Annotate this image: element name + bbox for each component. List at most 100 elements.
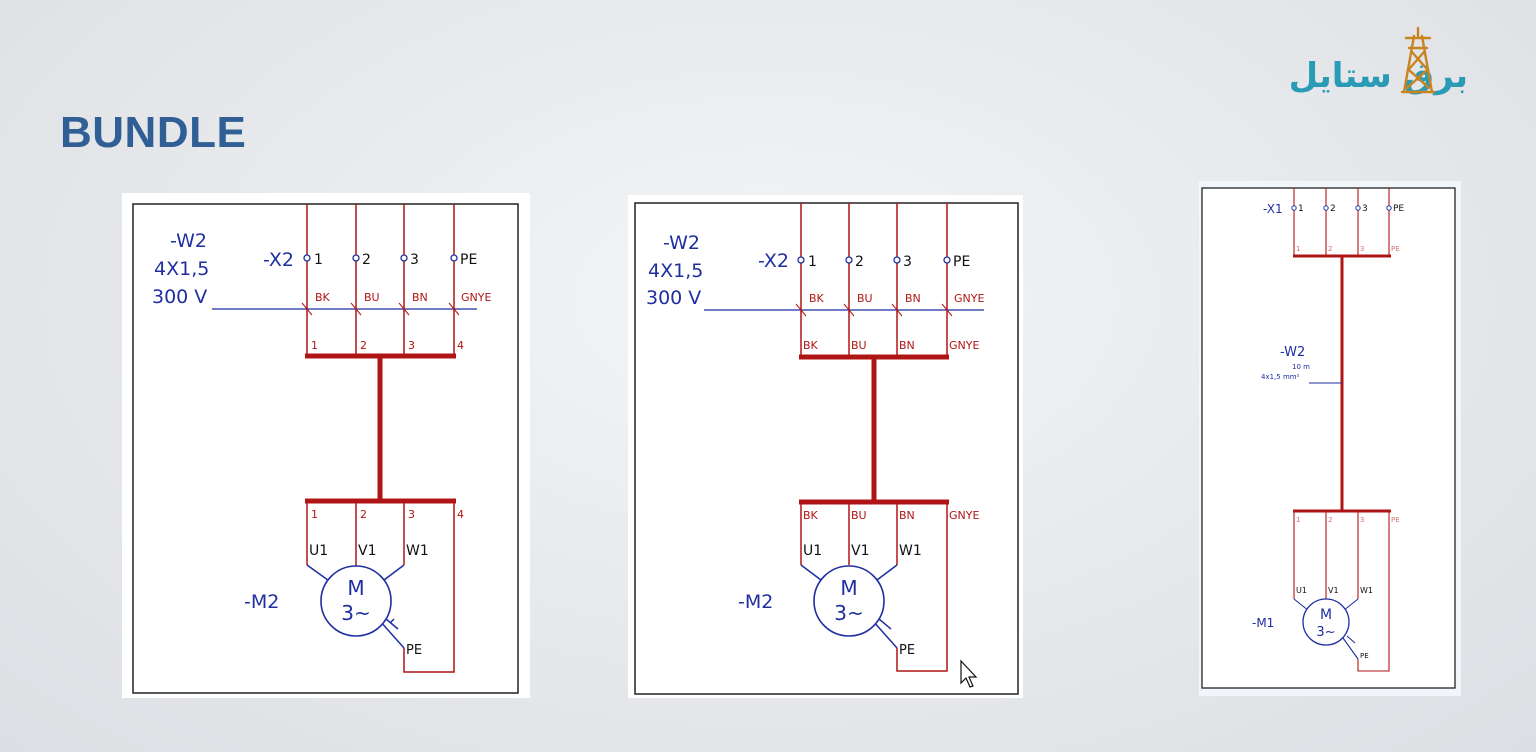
bundle-bottom-label-4: PE — [1391, 516, 1400, 524]
terminal-dot-1 — [303, 254, 311, 262]
slide-title: BUNDLE — [60, 108, 247, 157]
core-color-3: BN — [905, 292, 921, 305]
terminal-label-4: PE — [953, 254, 970, 270]
wires-top — [1293, 188, 1390, 256]
terminal-dot-4 — [1386, 205, 1392, 211]
schematic-drawing: -W2 4X1,5 300 V -X2 1 2 3 PE — [132, 203, 519, 694]
bundle-top-label-3: 3 — [408, 339, 415, 352]
cable-spec: 4X1,5 — [154, 258, 209, 280]
motor-phase: 3~ — [341, 601, 370, 625]
wire-pe-loop — [896, 502, 948, 672]
wires-top — [306, 204, 455, 356]
cable-voltage: 300 V — [646, 287, 701, 309]
bundle-bottom-label-3: BN — [899, 509, 915, 522]
pe-tick-2 — [389, 618, 395, 624]
motor-pin-v1: V1 — [358, 543, 376, 559]
terminal-dot-2 — [1323, 205, 1329, 211]
core-tick-3 — [398, 302, 410, 316]
bundle-top-label-4: PE — [1391, 245, 1400, 253]
cable-voltage: 300 V — [152, 286, 207, 308]
bundle-top-label-2: BU — [851, 339, 867, 352]
cable-name: -W2 — [663, 232, 700, 254]
wires-bottom — [1293, 511, 1390, 672]
cable-name: -W2 — [170, 230, 207, 252]
wires-bottom — [306, 501, 455, 673]
pe-label: PE — [899, 643, 915, 658]
bundle-top-label-1: 1 — [1296, 245, 1300, 253]
terminal-label-4: PE — [460, 252, 477, 268]
terminal-dot-4 — [943, 256, 951, 264]
motor-phase: 3~ — [1316, 625, 1335, 640]
core-color-4: GNYE — [461, 291, 491, 304]
schematic-panel-color-cores: -W2 4X1,5 300 V -X2 1 2 3 PE BK BU BN — [628, 195, 1023, 698]
terminal-strip-name: -X1 — [1263, 202, 1283, 216]
lead-pe — [872, 620, 898, 649]
bundle-bottom-label-3: 3 — [1360, 516, 1364, 524]
pe-tick — [1346, 635, 1356, 644]
terminal-dots — [1291, 205, 1392, 211]
terminal-dots — [303, 254, 458, 262]
schematic-drawing: -X1 1 2 3 PE 1 2 3 PE -W2 10 m 4x1,5 mm²… — [1201, 187, 1456, 689]
drawing-frame — [132, 203, 519, 694]
pe-label: PE — [1360, 652, 1369, 660]
bundle-top-label-1: 1 — [311, 339, 318, 352]
cable-length: 10 m — [1292, 363, 1310, 371]
motor-pin-w1: W1 — [1360, 586, 1373, 595]
motor-pin-v1: V1 — [851, 543, 869, 559]
motor-pin-u1: U1 — [1296, 586, 1307, 595]
motor-symbol-letter: M — [840, 576, 857, 600]
motor-name: -M2 — [244, 591, 279, 613]
terminal-label-1: 1 — [808, 254, 817, 270]
core-color-1: BK — [809, 292, 825, 305]
motor-pin-u1: U1 — [803, 543, 822, 559]
bundle-bottom-label-2: 2 — [360, 508, 367, 521]
core-color-4: GNYE — [954, 292, 984, 305]
bundle-top-label-2: 2 — [1328, 245, 1332, 253]
wire-pe-loop — [403, 501, 455, 673]
schematic-drawing: -W2 4X1,5 300 V -X2 1 2 3 PE BK BU BN — [634, 202, 1019, 695]
drawing-frame — [634, 202, 1019, 695]
motor-phase: 3~ — [834, 601, 863, 625]
terminal-dot-1 — [797, 256, 805, 264]
terminal-label-3: 3 — [1362, 204, 1368, 214]
drawing-frame — [1201, 187, 1456, 689]
motor-symbol — [320, 565, 392, 637]
brand-logo: برق ستایل — [1270, 24, 1506, 102]
terminal-label-3: 3 — [903, 254, 912, 270]
bundle-top-label-3: 3 — [1360, 245, 1364, 253]
motor-pin-v1: V1 — [1328, 586, 1339, 595]
bundle-bottom-label-1: 1 — [311, 508, 318, 521]
motor-pin-w1: W1 — [406, 543, 429, 559]
bundle-bottom-label-2: 2 — [1328, 516, 1332, 524]
cable-spec: 4X1,5 — [648, 260, 703, 282]
motor-symbol — [1302, 598, 1350, 646]
core-color-3: BN — [412, 291, 428, 304]
terminal-dot-4 — [450, 254, 458, 262]
terminal-dot-3 — [400, 254, 408, 262]
bundle-top-label-4: 4 — [457, 339, 464, 352]
terminal-strip-name: -X2 — [758, 250, 789, 272]
bundle-bottom-label-1: BK — [803, 509, 819, 522]
lead-pe — [1342, 637, 1359, 660]
motor-symbol-letter: M — [1320, 607, 1332, 623]
pe-label: PE — [406, 643, 422, 658]
motor-name: -M1 — [1252, 616, 1274, 630]
core-ticks — [795, 303, 953, 317]
bundle-bottom-label-4: GNYE — [949, 509, 979, 522]
core-tick-4 — [448, 302, 460, 316]
core-tick-2 — [350, 302, 362, 316]
wire-pe-loop — [1357, 511, 1390, 672]
cable-spec: 4x1,5 mm² — [1261, 373, 1300, 381]
motor-symbol — [813, 565, 885, 637]
terminal-label-2: 2 — [1330, 204, 1336, 214]
core-tick-3 — [891, 303, 903, 317]
terminal-dot-2 — [845, 256, 853, 264]
core-color-1: BK — [315, 291, 331, 304]
terminal-label-4: PE — [1393, 204, 1404, 214]
terminal-label-2: 2 — [362, 252, 371, 268]
terminal-dot-3 — [893, 256, 901, 264]
terminal-dots — [797, 256, 951, 264]
motor-pin-u1: U1 — [309, 543, 328, 559]
bundle-top-label-4: GNYE — [949, 339, 979, 352]
logo-text: برق ستایل — [1288, 56, 1468, 96]
